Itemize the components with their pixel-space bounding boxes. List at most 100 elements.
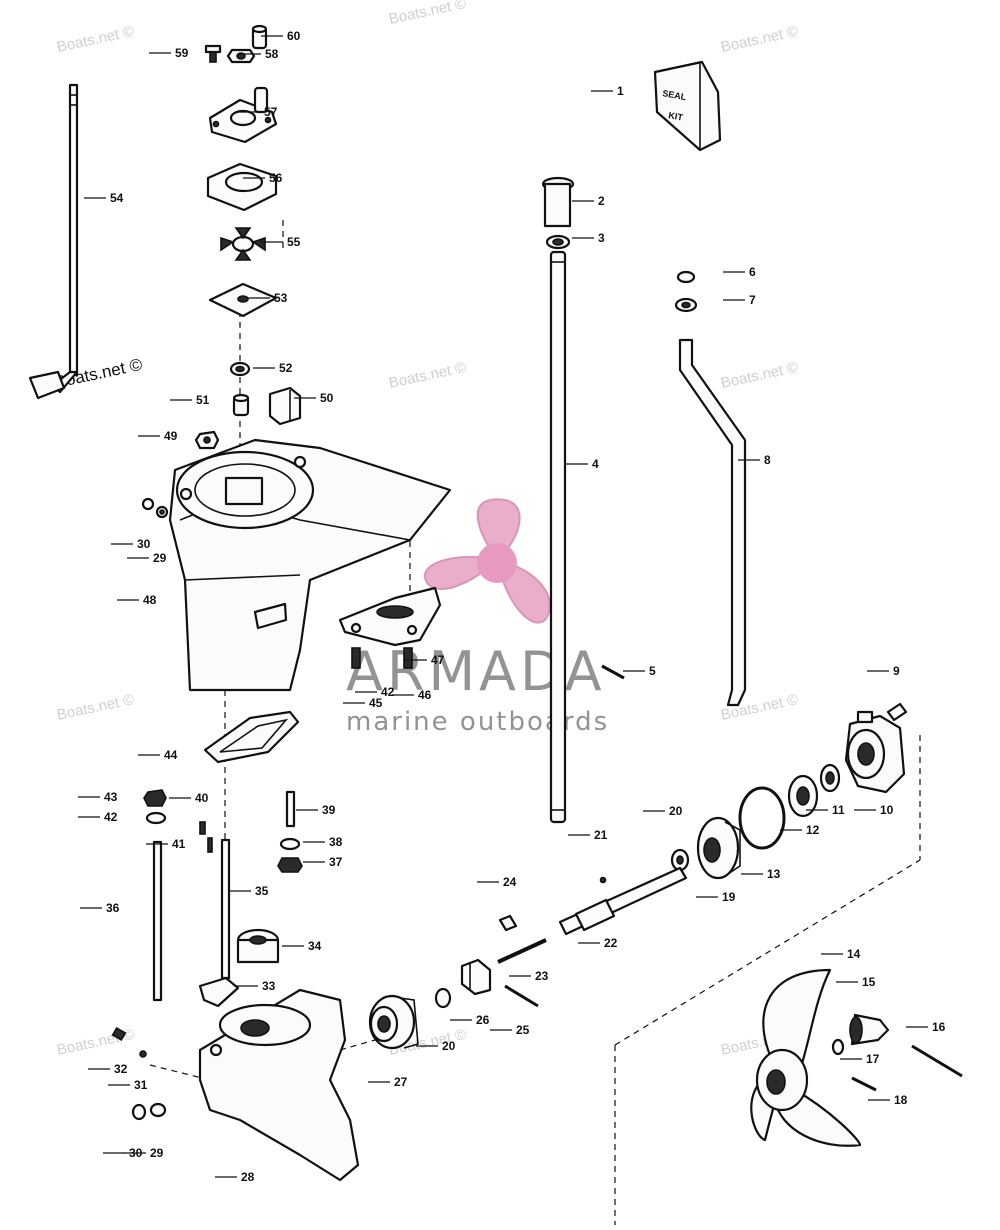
callout-49[interactable]: 49 bbox=[138, 429, 178, 443]
callout-42[interactable]: 42 bbox=[78, 810, 118, 824]
propeller-shaft-22[interactable] bbox=[558, 866, 688, 936]
callout-42[interactable]: 42 bbox=[355, 685, 395, 699]
screw-32[interactable] bbox=[111, 1026, 127, 1042]
plate-53[interactable] bbox=[208, 282, 278, 318]
washer-29-upper[interactable] bbox=[155, 505, 169, 519]
callout-40[interactable]: 40 bbox=[169, 791, 209, 805]
clutch-dog-26[interactable] bbox=[460, 958, 492, 996]
nut-49[interactable] bbox=[194, 430, 220, 450]
gasket-44[interactable] bbox=[203, 710, 300, 764]
propeller-14[interactable] bbox=[750, 968, 862, 1147]
stud-39[interactable] bbox=[285, 790, 296, 828]
callout-38[interactable]: 38 bbox=[303, 835, 343, 849]
callout-20[interactable]: 20 bbox=[416, 1039, 456, 1053]
callout-13[interactable]: 13 bbox=[741, 867, 781, 881]
callout-11[interactable]: 11 bbox=[806, 803, 845, 817]
callout-51[interactable]: 51 bbox=[170, 393, 210, 407]
washer-42[interactable] bbox=[145, 811, 167, 825]
reverse-gear-27[interactable] bbox=[368, 994, 419, 1050]
prop-nut-15[interactable] bbox=[849, 1013, 890, 1046]
nut-37[interactable] bbox=[277, 857, 303, 873]
callout-27[interactable]: 27 bbox=[368, 1075, 408, 1089]
seal-52[interactable] bbox=[229, 361, 251, 377]
callout-5[interactable]: 5 bbox=[623, 664, 656, 678]
shift-plunger-24[interactable] bbox=[498, 914, 518, 932]
impeller-housing-56[interactable] bbox=[206, 162, 278, 212]
callout-54[interactable]: 54 bbox=[84, 191, 124, 205]
bracket-33[interactable] bbox=[198, 976, 240, 1008]
callout-31[interactable]: 31 bbox=[108, 1078, 148, 1092]
callout-24[interactable]: 24 bbox=[477, 875, 517, 889]
callout-3[interactable]: 3 bbox=[572, 231, 605, 245]
callout-16[interactable]: 16 bbox=[906, 1020, 946, 1034]
callout-37[interactable]: 37 bbox=[303, 855, 343, 869]
callout-12[interactable]: 12 bbox=[780, 823, 820, 837]
callout-21[interactable]: 21 bbox=[568, 828, 608, 842]
callout-53[interactable]: 53 bbox=[248, 291, 288, 305]
callout-25[interactable]: 25 bbox=[490, 1023, 530, 1037]
callout-32[interactable]: 32 bbox=[88, 1062, 128, 1076]
callout-15[interactable]: 15 bbox=[836, 975, 876, 989]
callout-7[interactable]: 7 bbox=[723, 293, 756, 307]
callout-57[interactable]: 57 bbox=[238, 105, 278, 119]
grommet-50[interactable] bbox=[268, 386, 302, 426]
driveshaft-4[interactable] bbox=[549, 250, 567, 824]
washer-20-lower[interactable] bbox=[434, 987, 452, 1009]
forward-gear-19[interactable] bbox=[696, 816, 741, 880]
pin-21[interactable] bbox=[599, 876, 607, 884]
callout-59[interactable]: 59 bbox=[149, 46, 189, 60]
seal-6[interactable] bbox=[676, 270, 696, 284]
callout-29[interactable]: 29 bbox=[127, 551, 167, 565]
water-tube-plate-47[interactable] bbox=[338, 586, 442, 647]
seal-kit-1[interactable]: SEAL KIT bbox=[653, 60, 722, 152]
gearcase-28[interactable] bbox=[198, 988, 360, 1182]
callout-18[interactable]: 18 bbox=[868, 1093, 908, 1107]
callout-4[interactable]: 4 bbox=[566, 457, 599, 471]
bearing-34[interactable] bbox=[236, 928, 280, 964]
callout-41[interactable]: 41 bbox=[146, 837, 186, 851]
screw-59[interactable] bbox=[204, 44, 222, 63]
driveshaft-35[interactable] bbox=[220, 838, 231, 980]
shift-shaft-8[interactable] bbox=[678, 338, 747, 707]
pin-18[interactable] bbox=[851, 1076, 877, 1092]
bushing-2[interactable] bbox=[541, 176, 575, 228]
callout-55[interactable]: 55 bbox=[261, 235, 301, 249]
seal-3[interactable] bbox=[545, 234, 571, 250]
callout-30[interactable]: 30 bbox=[103, 1146, 143, 1160]
callout-6[interactable]: 6 bbox=[723, 265, 756, 279]
callout-39[interactable]: 39 bbox=[296, 803, 336, 817]
screw-9[interactable] bbox=[886, 702, 908, 722]
callout-34[interactable]: 34 bbox=[282, 939, 322, 953]
callout-29[interactable]: 29 bbox=[124, 1146, 164, 1160]
cotter-pin-16[interactable] bbox=[911, 1044, 963, 1078]
pin-31[interactable] bbox=[139, 1050, 147, 1058]
callout-47[interactable]: 47 bbox=[405, 653, 445, 667]
callout-45[interactable]: 45 bbox=[343, 696, 383, 710]
pin-40[interactable] bbox=[199, 821, 206, 835]
impeller-55[interactable] bbox=[220, 227, 266, 261]
callout-43[interactable]: 43 bbox=[78, 790, 118, 804]
callout-33[interactable]: 33 bbox=[236, 979, 276, 993]
shift-rod-54[interactable] bbox=[28, 83, 79, 400]
pin-25[interactable] bbox=[504, 984, 539, 1008]
spring-23[interactable] bbox=[497, 938, 547, 964]
callout-46[interactable]: 46 bbox=[392, 688, 432, 702]
callout-1[interactable]: 1 bbox=[591, 84, 624, 98]
o-ring-13[interactable] bbox=[738, 786, 786, 850]
washer-30-lower[interactable] bbox=[131, 1103, 147, 1121]
seal-11[interactable] bbox=[819, 763, 841, 793]
callout-36[interactable]: 36 bbox=[80, 901, 120, 915]
washer-7[interactable] bbox=[674, 297, 698, 313]
callout-60[interactable]: 60 bbox=[261, 29, 301, 43]
stud-36[interactable] bbox=[152, 840, 163, 1002]
callout-58[interactable]: 58 bbox=[239, 47, 279, 61]
callout-10[interactable]: 10 bbox=[854, 803, 894, 817]
nut-43[interactable] bbox=[143, 789, 167, 807]
washer-29-lower[interactable] bbox=[149, 1102, 167, 1118]
nut-58[interactable] bbox=[226, 48, 256, 64]
bushing-60[interactable] bbox=[251, 24, 268, 50]
pump-housing-57[interactable] bbox=[208, 86, 278, 144]
callout-2[interactable]: 2 bbox=[572, 194, 605, 208]
callout-22[interactable]: 22 bbox=[578, 936, 618, 950]
pin-41[interactable] bbox=[207, 837, 213, 853]
